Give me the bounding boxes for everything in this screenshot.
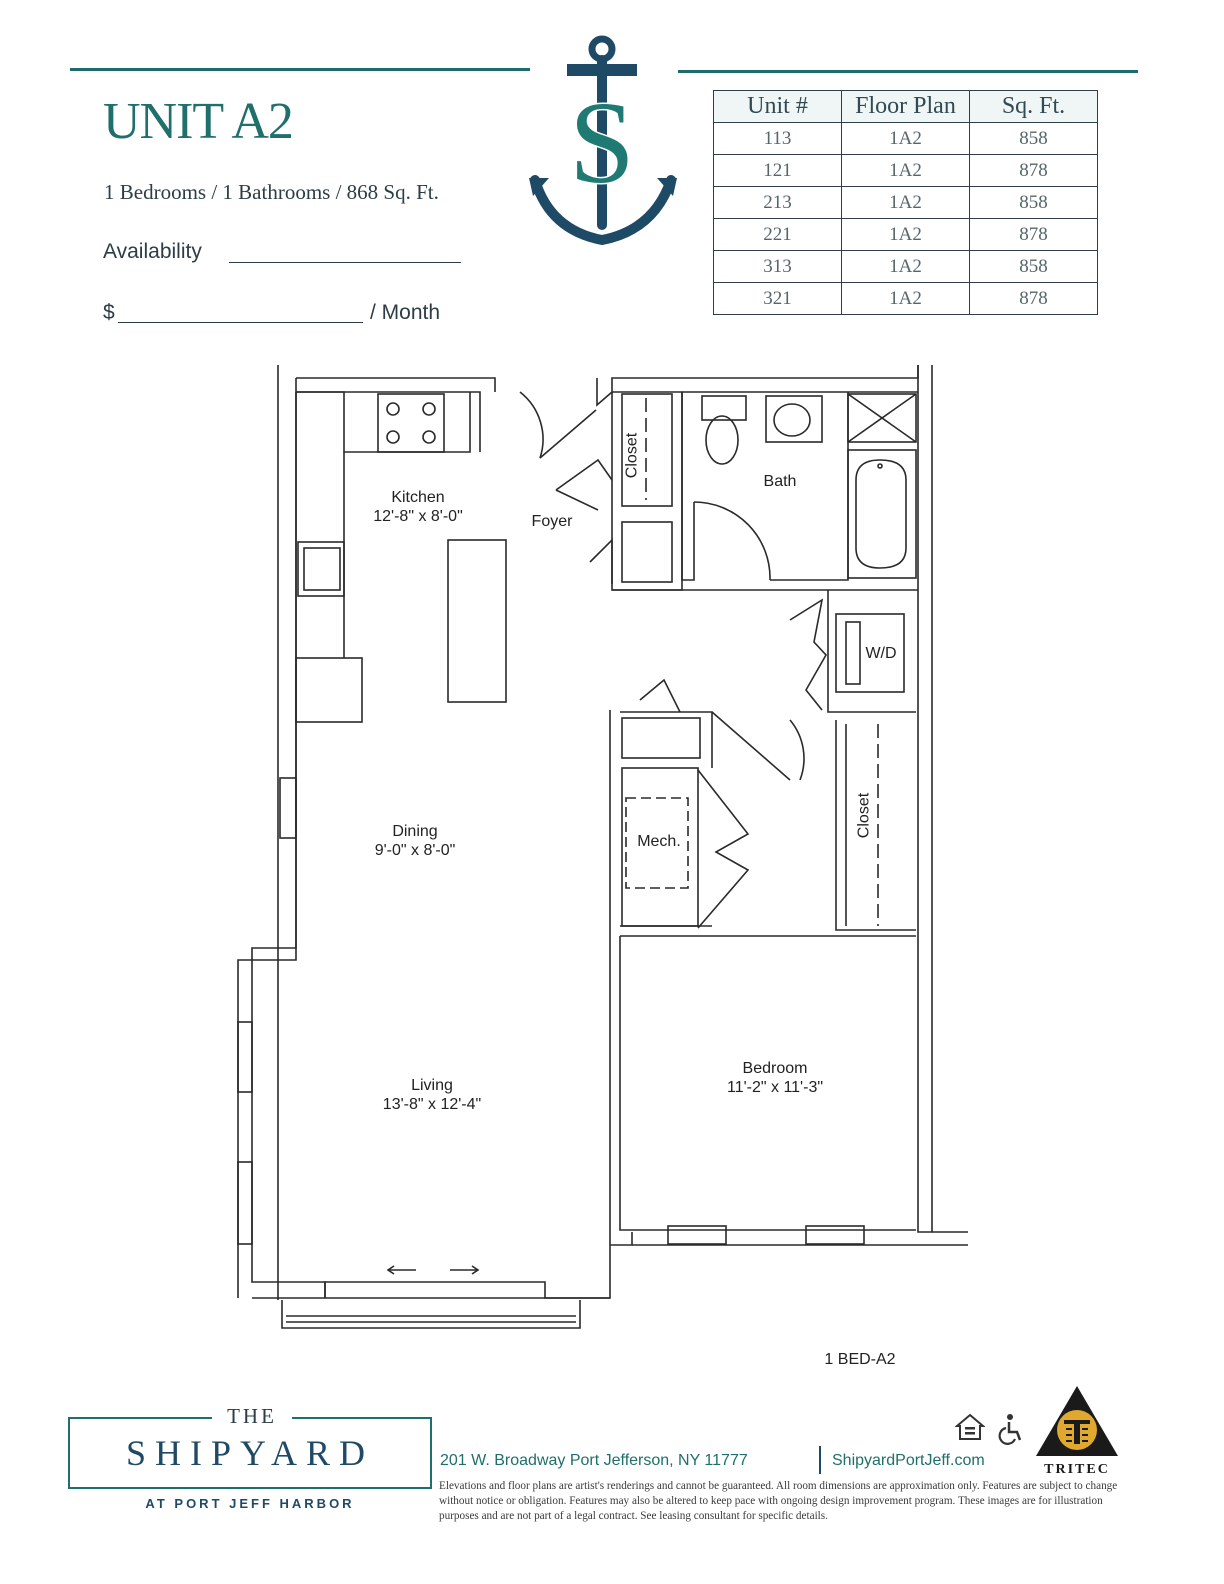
table-row: 221 1A2 878 — [713, 218, 1098, 251]
cell-sqft: 858 — [969, 186, 1098, 219]
room-dining: Dining 9'-0" x 8'-0" — [355, 822, 475, 860]
room-name: W/D — [865, 645, 897, 662]
cell-plan: 1A2 — [841, 154, 970, 187]
availability-label: Availability — [103, 240, 202, 263]
room-bedroom: Bedroom 11'-2" x 11'-3" — [705, 1059, 845, 1097]
unit-title: UNIT A2 — [103, 93, 294, 150]
room-living: Living 13'-8" x 12'-4" — [362, 1076, 502, 1114]
equal-housing-icon — [955, 1413, 985, 1440]
table-row: 113 1A2 858 — [713, 122, 1098, 155]
room-dims: 11'-2" x 11'-3" — [726, 1079, 824, 1096]
unit-summary: 1 Bedrooms / 1 Bathrooms / 868 Sq. Ft. — [104, 180, 439, 204]
brand-name: SHIPYARD — [125, 1433, 375, 1473]
address: 201 W. Broadway Port Jefferson, NY 11777 — [440, 1452, 748, 1469]
room-name: Bath — [763, 473, 797, 490]
room-name: Dining — [392, 823, 438, 840]
cell-unit: 313 — [713, 250, 842, 283]
room-dims: 13'-8" x 12'-4" — [382, 1096, 482, 1113]
units-table: Unit # Floor Plan Sq. Ft. 113 1A2 858 12… — [713, 90, 1098, 315]
accessibility-icon — [998, 1414, 1022, 1445]
room-name: Kitchen — [391, 489, 445, 506]
price-blank — [118, 322, 363, 323]
cell-sqft: 878 — [969, 282, 1098, 315]
room-name: Foyer — [531, 513, 573, 530]
plan-code: 1 BED-A2 — [824, 1351, 896, 1368]
footer-divider — [819, 1446, 821, 1474]
room-kitchen: Kitchen 12'-8" x 8'-0" — [358, 488, 478, 526]
price-suffix: / Month — [370, 301, 441, 324]
brand-the: THE — [212, 1404, 292, 1429]
room-dims: 12'-8" x 8'-0" — [373, 508, 463, 525]
availability-blank — [229, 262, 461, 263]
room-name: Bedroom — [742, 1060, 808, 1077]
table-row: 321 1A2 878 — [713, 282, 1098, 315]
cell-unit: 121 — [713, 154, 842, 187]
table-row: 313 1A2 858 — [713, 250, 1098, 283]
disclaimer: Elevations and floor plans are artist's … — [439, 1480, 1118, 1522]
room-name: Closet — [855, 792, 873, 839]
anchor-logo: S — [529, 35, 677, 245]
cell-sqft: 858 — [969, 250, 1098, 283]
cell-sqft: 878 — [969, 218, 1098, 251]
room-name: Mech. — [637, 833, 681, 850]
table-row: 121 1A2 878 — [713, 154, 1098, 187]
tritec-logo: TRITEC — [1036, 1386, 1118, 1476]
cell-unit: 113 — [713, 122, 842, 155]
brand-sub: AT PORT JEFF HARBOR — [145, 1496, 355, 1511]
cell-unit: 321 — [713, 282, 842, 315]
developer-name: TRITEC — [1044, 1462, 1110, 1476]
room-closet-top: Closet — [623, 430, 642, 482]
price-prefix: $ — [103, 301, 115, 324]
cell-sqft: 878 — [969, 154, 1098, 187]
column-header: Unit # — [713, 90, 842, 123]
table-row: 213 1A2 858 — [713, 186, 1098, 219]
table-header-row: Unit # Floor Plan Sq. Ft. — [713, 90, 1098, 123]
room-foyer: Foyer — [522, 512, 582, 531]
website-link[interactable]: ShipyardPortJeff.com — [832, 1452, 985, 1469]
header-rule-left — [70, 68, 530, 71]
cell-plan: 1A2 — [841, 282, 970, 315]
header-rule-right — [678, 70, 1138, 73]
logo-letter: S — [569, 77, 635, 208]
room-name: Closet — [623, 432, 641, 479]
room-mech: Mech. — [628, 832, 690, 851]
room-wd: W/D — [858, 644, 904, 663]
room-closet-bedroom: Closet — [855, 788, 874, 844]
room-bath: Bath — [755, 472, 805, 491]
room-dims: 9'-0" x 8'-0" — [374, 842, 456, 859]
cell-sqft: 858 — [969, 122, 1098, 155]
room-name: Living — [411, 1077, 453, 1094]
column-header: Sq. Ft. — [969, 90, 1098, 123]
